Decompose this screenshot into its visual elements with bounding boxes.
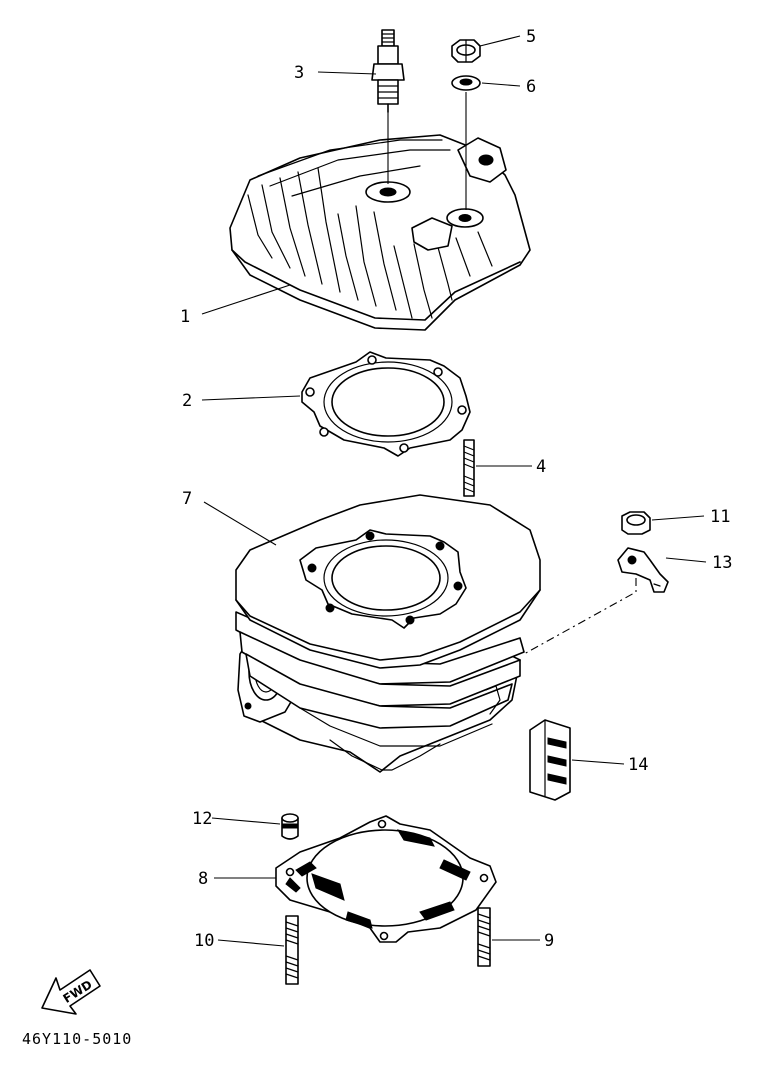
stud-4 — [463, 439, 475, 497]
head-gasket — [301, 351, 471, 457]
part-label-3: 3 — [294, 63, 304, 83]
part-labels: 3 5 6 1 2 4 7 11 13 14 12 8 9 10 — [180, 27, 732, 951]
part-label-2: 2 — [182, 391, 192, 411]
part-label-10: 10 — [194, 931, 214, 951]
washer-6 — [451, 75, 481, 91]
nut-11 — [621, 511, 651, 535]
leader-lines — [201, 35, 707, 947]
part-label-6: 6 — [526, 77, 536, 97]
stud-10 — [285, 915, 299, 985]
part-label-4: 4 — [536, 457, 546, 477]
bracket-13 — [617, 547, 669, 593]
part-label-12: 12 — [192, 809, 212, 829]
part-label-13: 13 — [712, 553, 732, 573]
part-label-5: 5 — [526, 27, 536, 47]
part-label-1: 1 — [180, 307, 190, 327]
diagram-code: 46Y110-5010 — [22, 1030, 132, 1048]
cylinder-head — [229, 134, 531, 331]
part-label-11: 11 — [710, 507, 730, 527]
nut-5 — [451, 39, 481, 63]
cylinder — [235, 494, 541, 773]
stud-9 — [477, 907, 491, 967]
part-label-7: 7 — [182, 489, 192, 509]
fwd-arrow-icon: FWD — [41, 969, 101, 1015]
part-label-14: 14 — [628, 755, 648, 775]
part-label-8: 8 — [198, 869, 208, 889]
base-gasket — [275, 815, 497, 943]
spark-plug — [371, 29, 405, 113]
cushion-block-14 — [529, 719, 571, 801]
part-label-9: 9 — [544, 931, 554, 951]
dowel-pin-12 — [281, 813, 299, 840]
